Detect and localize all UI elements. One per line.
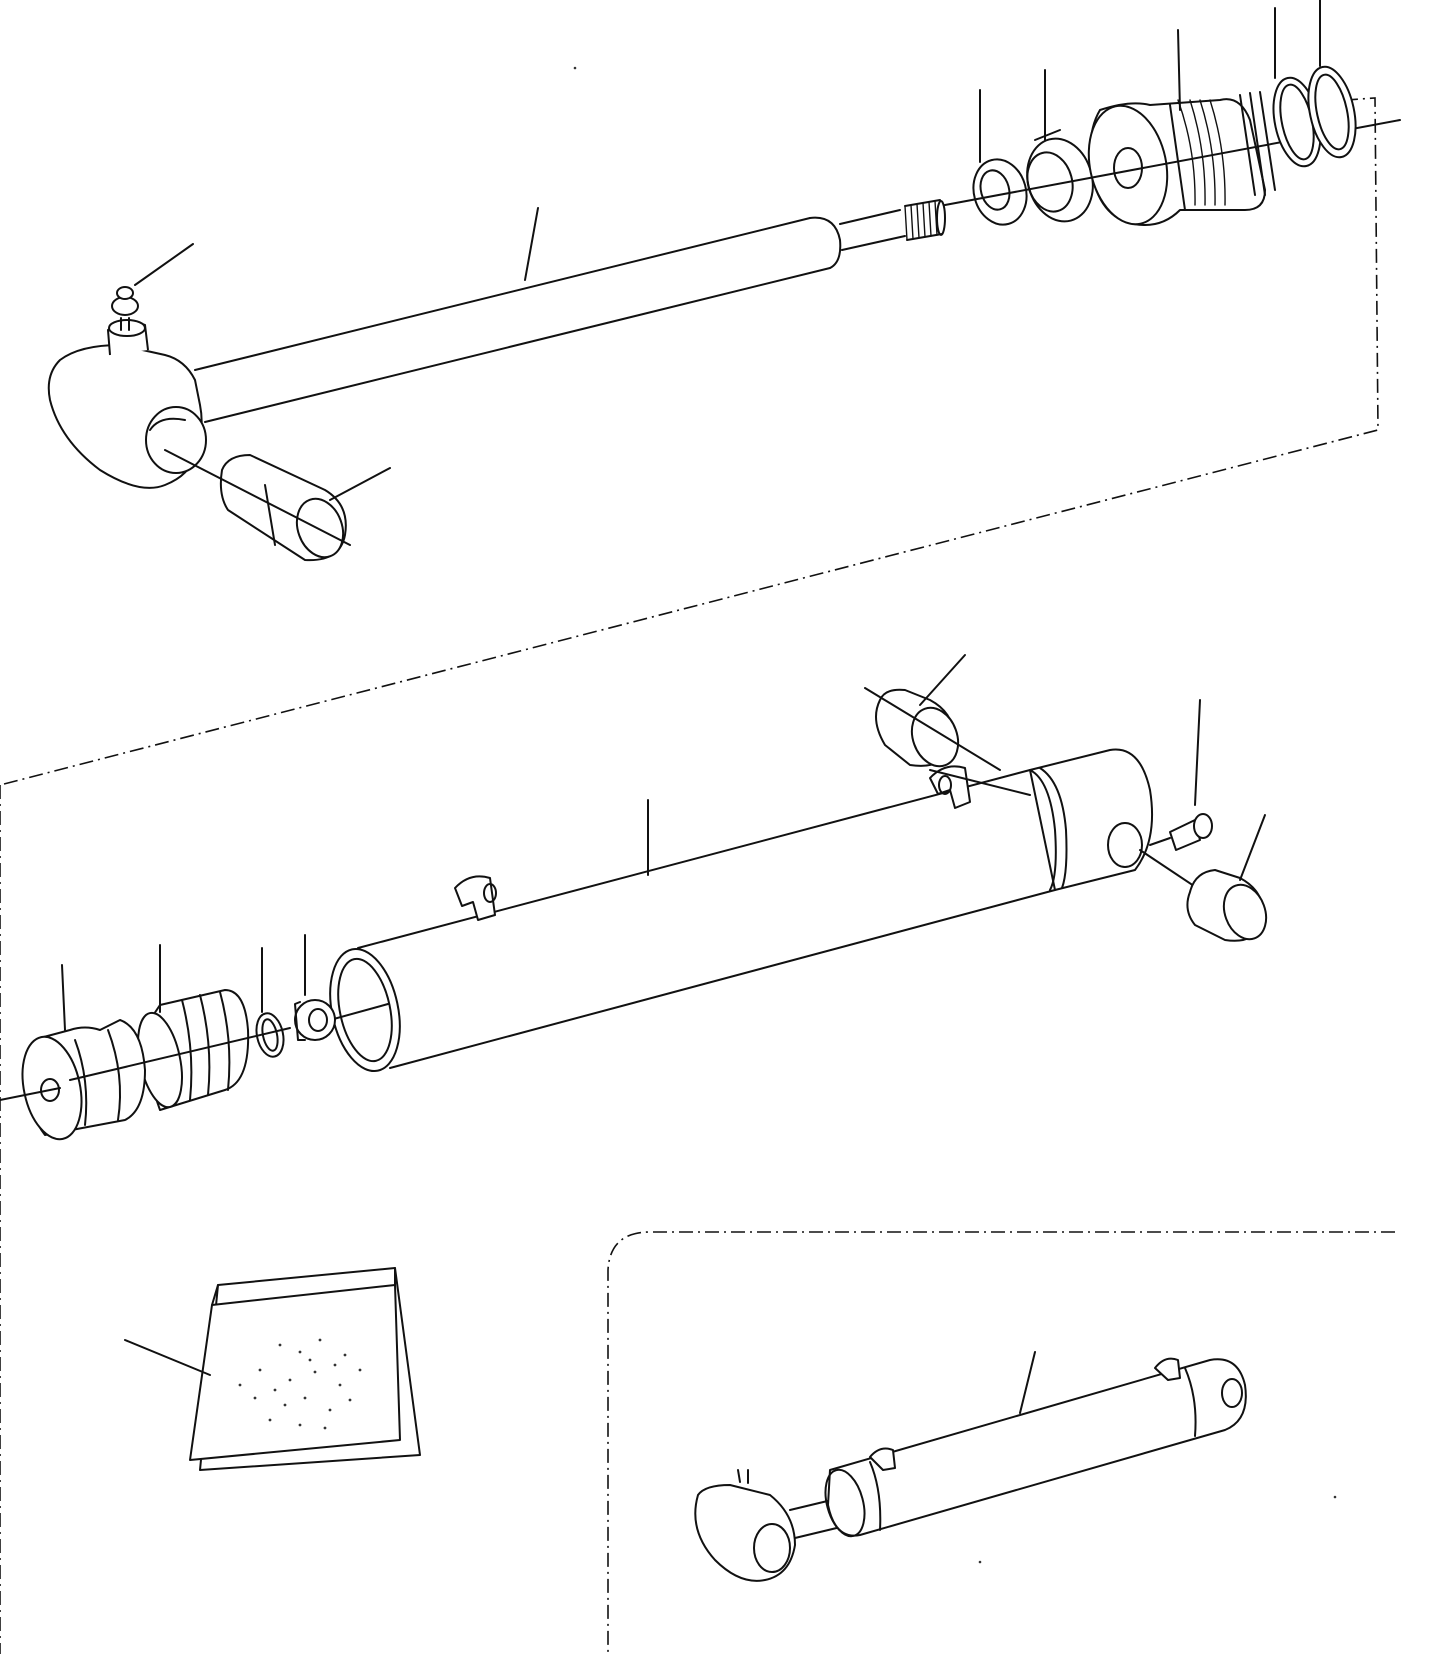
wiper-seal	[972, 89, 1028, 226]
cylinder-assembly	[607, 1231, 1395, 1654]
rod-bushing	[164, 449, 391, 562]
cylinder-head	[944, 29, 1401, 226]
cylinder-tube	[329, 748, 1261, 1073]
piston-o-ring	[255, 947, 285, 1058]
seal-kit	[124, 1267, 421, 1471]
spacer	[294, 934, 336, 1041]
piston	[137, 944, 250, 1111]
scan-specks	[573, 66, 1337, 1564]
piston-nut	[0, 964, 291, 1141]
tube-bushing-top	[864, 654, 1001, 771]
backup-ring	[1307, 0, 1357, 159]
tube-bushing-bottom	[1186, 814, 1268, 942]
grease-fitting-tube	[1149, 699, 1213, 851]
piston-rod	[47, 199, 946, 489]
grease-fitting-rod	[111, 243, 194, 331]
